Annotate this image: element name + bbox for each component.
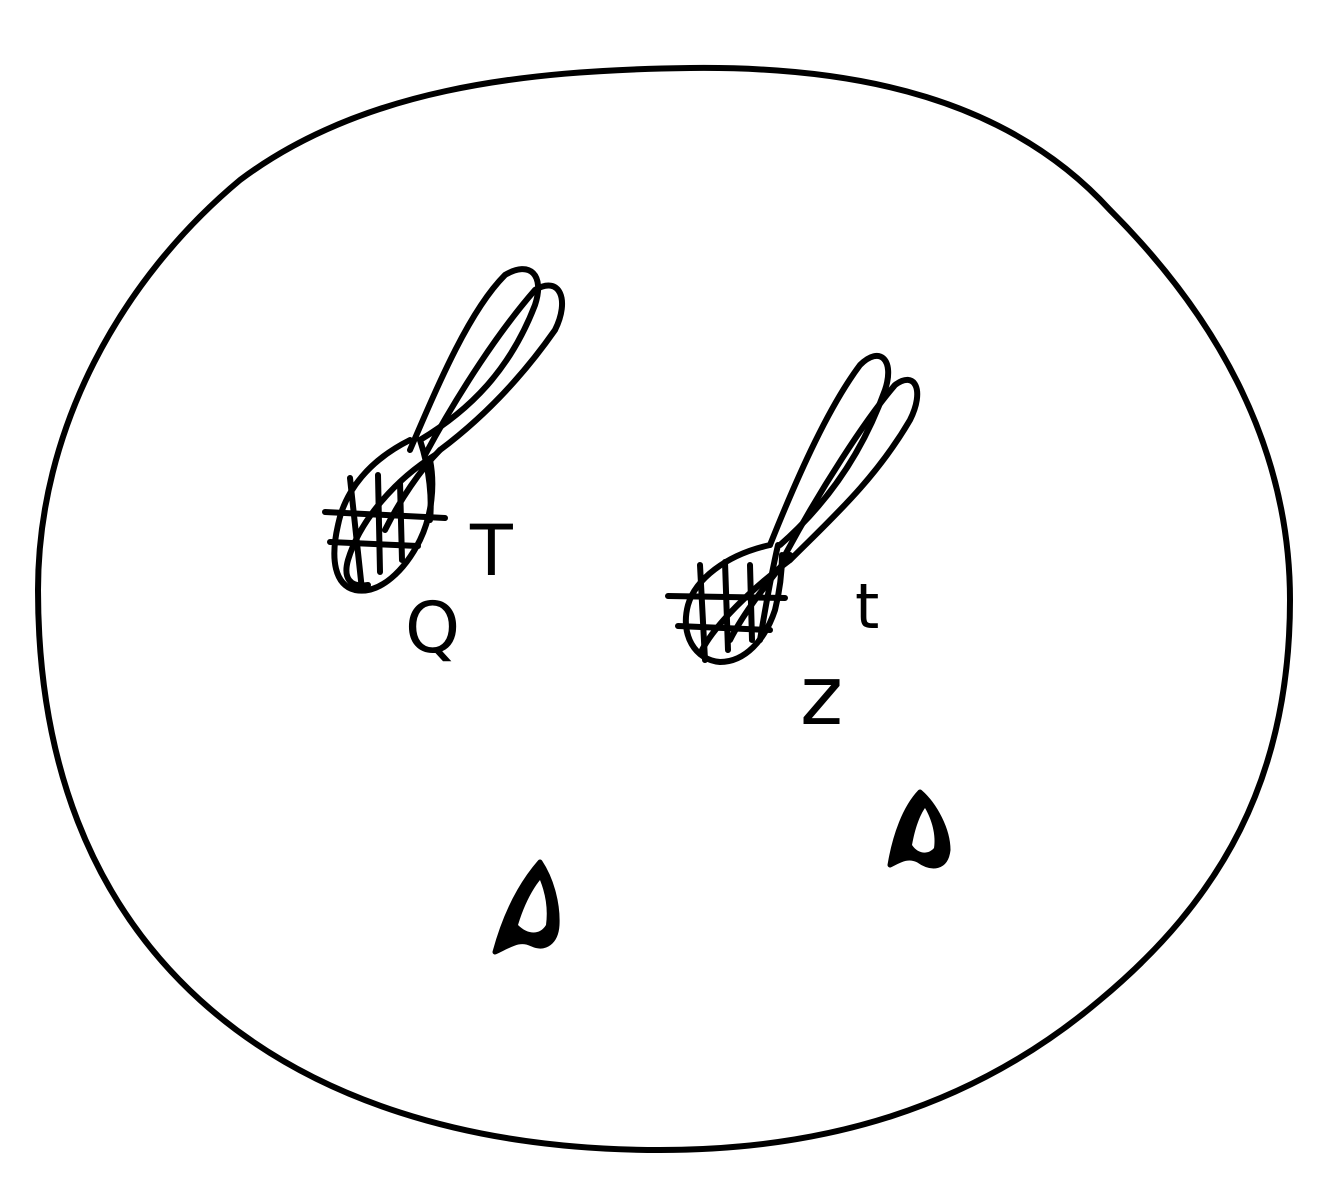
right-teardrop-mark: [887, 789, 951, 869]
right-chromatid-upper-a: [767, 352, 892, 548]
right-band-line-5: [747, 562, 755, 643]
left-label-Q: Q: [405, 587, 460, 669]
right-band-line-4: [722, 559, 731, 653]
left-band-line-5: [397, 479, 405, 563]
right-lower-bulb-a: [682, 542, 785, 665]
left-band-line-1: [322, 509, 448, 521]
right-label-t: t: [855, 570, 879, 643]
right-band-line-3: [697, 562, 708, 663]
right-label-z: z: [800, 649, 843, 744]
right-chromosome: t z: [665, 352, 921, 744]
right-lower-bulb-b: [699, 557, 793, 653]
right-teardrop-inner: [912, 808, 935, 853]
left-lower-bulb-b: [343, 452, 438, 589]
right-band-line-2: [675, 623, 773, 633]
left-chromatid-upper-a: [407, 266, 542, 453]
left-band-line-2: [327, 539, 421, 549]
left-teardrop-inner: [518, 880, 547, 933]
right-chromatid-upper-b: [782, 376, 921, 563]
left-chromosome: T Q: [322, 266, 566, 669]
cell-boundary: [35, 64, 1293, 1153]
left-teardrop-mark: [492, 859, 560, 955]
left-band-line-3: [347, 475, 365, 593]
left-chromatid-upper-b: [422, 282, 566, 458]
left-band-line-4: [375, 472, 383, 575]
left-label-T: T: [469, 510, 513, 592]
